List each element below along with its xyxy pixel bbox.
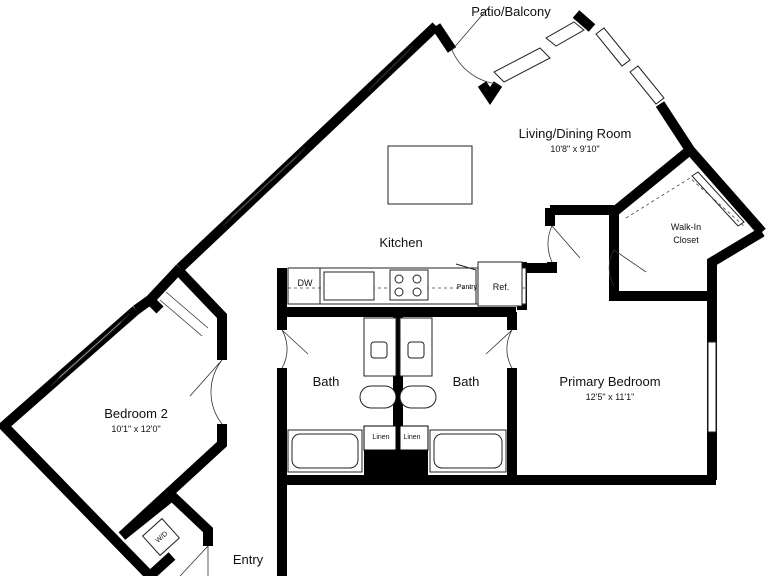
window-bedroom2: [50, 313, 130, 387]
refrigerator: [477, 261, 523, 307]
walkin-rod: [625, 177, 745, 227]
door-bedroom2-swing: [189, 359, 223, 425]
fixture-label-dw: DW: [297, 278, 313, 288]
door-bath-left-swing: [281, 329, 309, 369]
wall-east: [707, 227, 765, 480]
room-label-walkin-2: Closet: [673, 235, 699, 245]
cooktop: [389, 269, 429, 301]
window-east-2: [629, 65, 665, 105]
wall-balcony-left: [431, 23, 457, 53]
room-dims-living: 10'8" x 9'10": [550, 144, 600, 154]
window-east-1: [595, 27, 631, 67]
wall-walkin-west: [609, 146, 712, 301]
room-label-bath-right: Bath: [452, 374, 480, 389]
window-balcony-2: [545, 21, 585, 47]
room-label-walkin-1: Walk-In: [670, 222, 702, 232]
wall-bedroom2-closet: [176, 268, 227, 360]
fixture-label-linen-left: Linen: [372, 434, 390, 441]
door-hall-swing: [547, 225, 581, 263]
fixture-label-linen-right: Linen: [403, 434, 421, 441]
wall-laundry: [118, 489, 213, 546]
burner-4: [412, 287, 422, 297]
window-northwest-1: [368, 45, 414, 91]
tub-left-inner: [291, 433, 359, 469]
door-entry-swing: [179, 545, 209, 576]
washer-dryer: [141, 517, 181, 557]
wall-northeast: [572, 10, 596, 32]
room-label-kitchen: Kitchen: [379, 235, 423, 250]
bath-fixtures: [287, 317, 507, 473]
linen-block: [364, 446, 428, 476]
linen-left-shelf: [363, 425, 397, 451]
room-dims-primary: 12'5" x 11'1": [585, 392, 635, 402]
closet-fixtures: [141, 177, 745, 557]
linen-right-shelf: [399, 425, 429, 451]
walls: [0, 10, 766, 576]
kitchen-fixtures: [287, 145, 527, 307]
tub-right-inner: [433, 433, 503, 469]
door-walkin-swing: [608, 249, 647, 287]
room-label-patio: Patio/Balcony: [471, 4, 551, 19]
pantry-door: [455, 263, 477, 304]
kitchen-island: [387, 145, 473, 205]
fixture-label-ref: Ref.: [492, 282, 510, 292]
toilet-right: [399, 385, 437, 409]
room-label-bath-left: Bath: [312, 374, 340, 389]
windows: [50, 21, 745, 433]
room-label-entry: Entry: [232, 552, 264, 567]
window-primary: [707, 341, 717, 433]
window-walkin: [691, 171, 745, 227]
burner-3: [394, 287, 404, 297]
kitchen-sink: [323, 271, 375, 301]
sink-right: [407, 341, 425, 359]
toilet-left: [359, 385, 397, 409]
room-dims-bedroom2: 10'1" x 12'0": [111, 424, 161, 434]
wall-laundry-bottom: [146, 552, 176, 576]
window-balcony-1: [493, 47, 551, 83]
fixture-label-pantry: Pantry: [456, 284, 478, 291]
burner-1: [394, 274, 404, 284]
window-northwest-2: [222, 147, 306, 227]
sink-left: [370, 341, 388, 359]
door-bedroom2-closet: [159, 291, 209, 337]
wall-kitchen-ref: [522, 262, 557, 273]
wall-bedroom2-divider: [146, 296, 164, 314]
burner-2: [412, 274, 422, 284]
door-bath-right-swing: [485, 329, 513, 369]
room-label-living: Living/Dining Room: [518, 126, 632, 141]
room-label-primary: Primary Bedroom: [559, 374, 661, 389]
door-balcony-swing: [451, 5, 499, 85]
doors: [159, 5, 647, 576]
room-label-bedroom2: Bedroom 2: [104, 406, 168, 421]
wall-balcony-right: [477, 81, 503, 106]
